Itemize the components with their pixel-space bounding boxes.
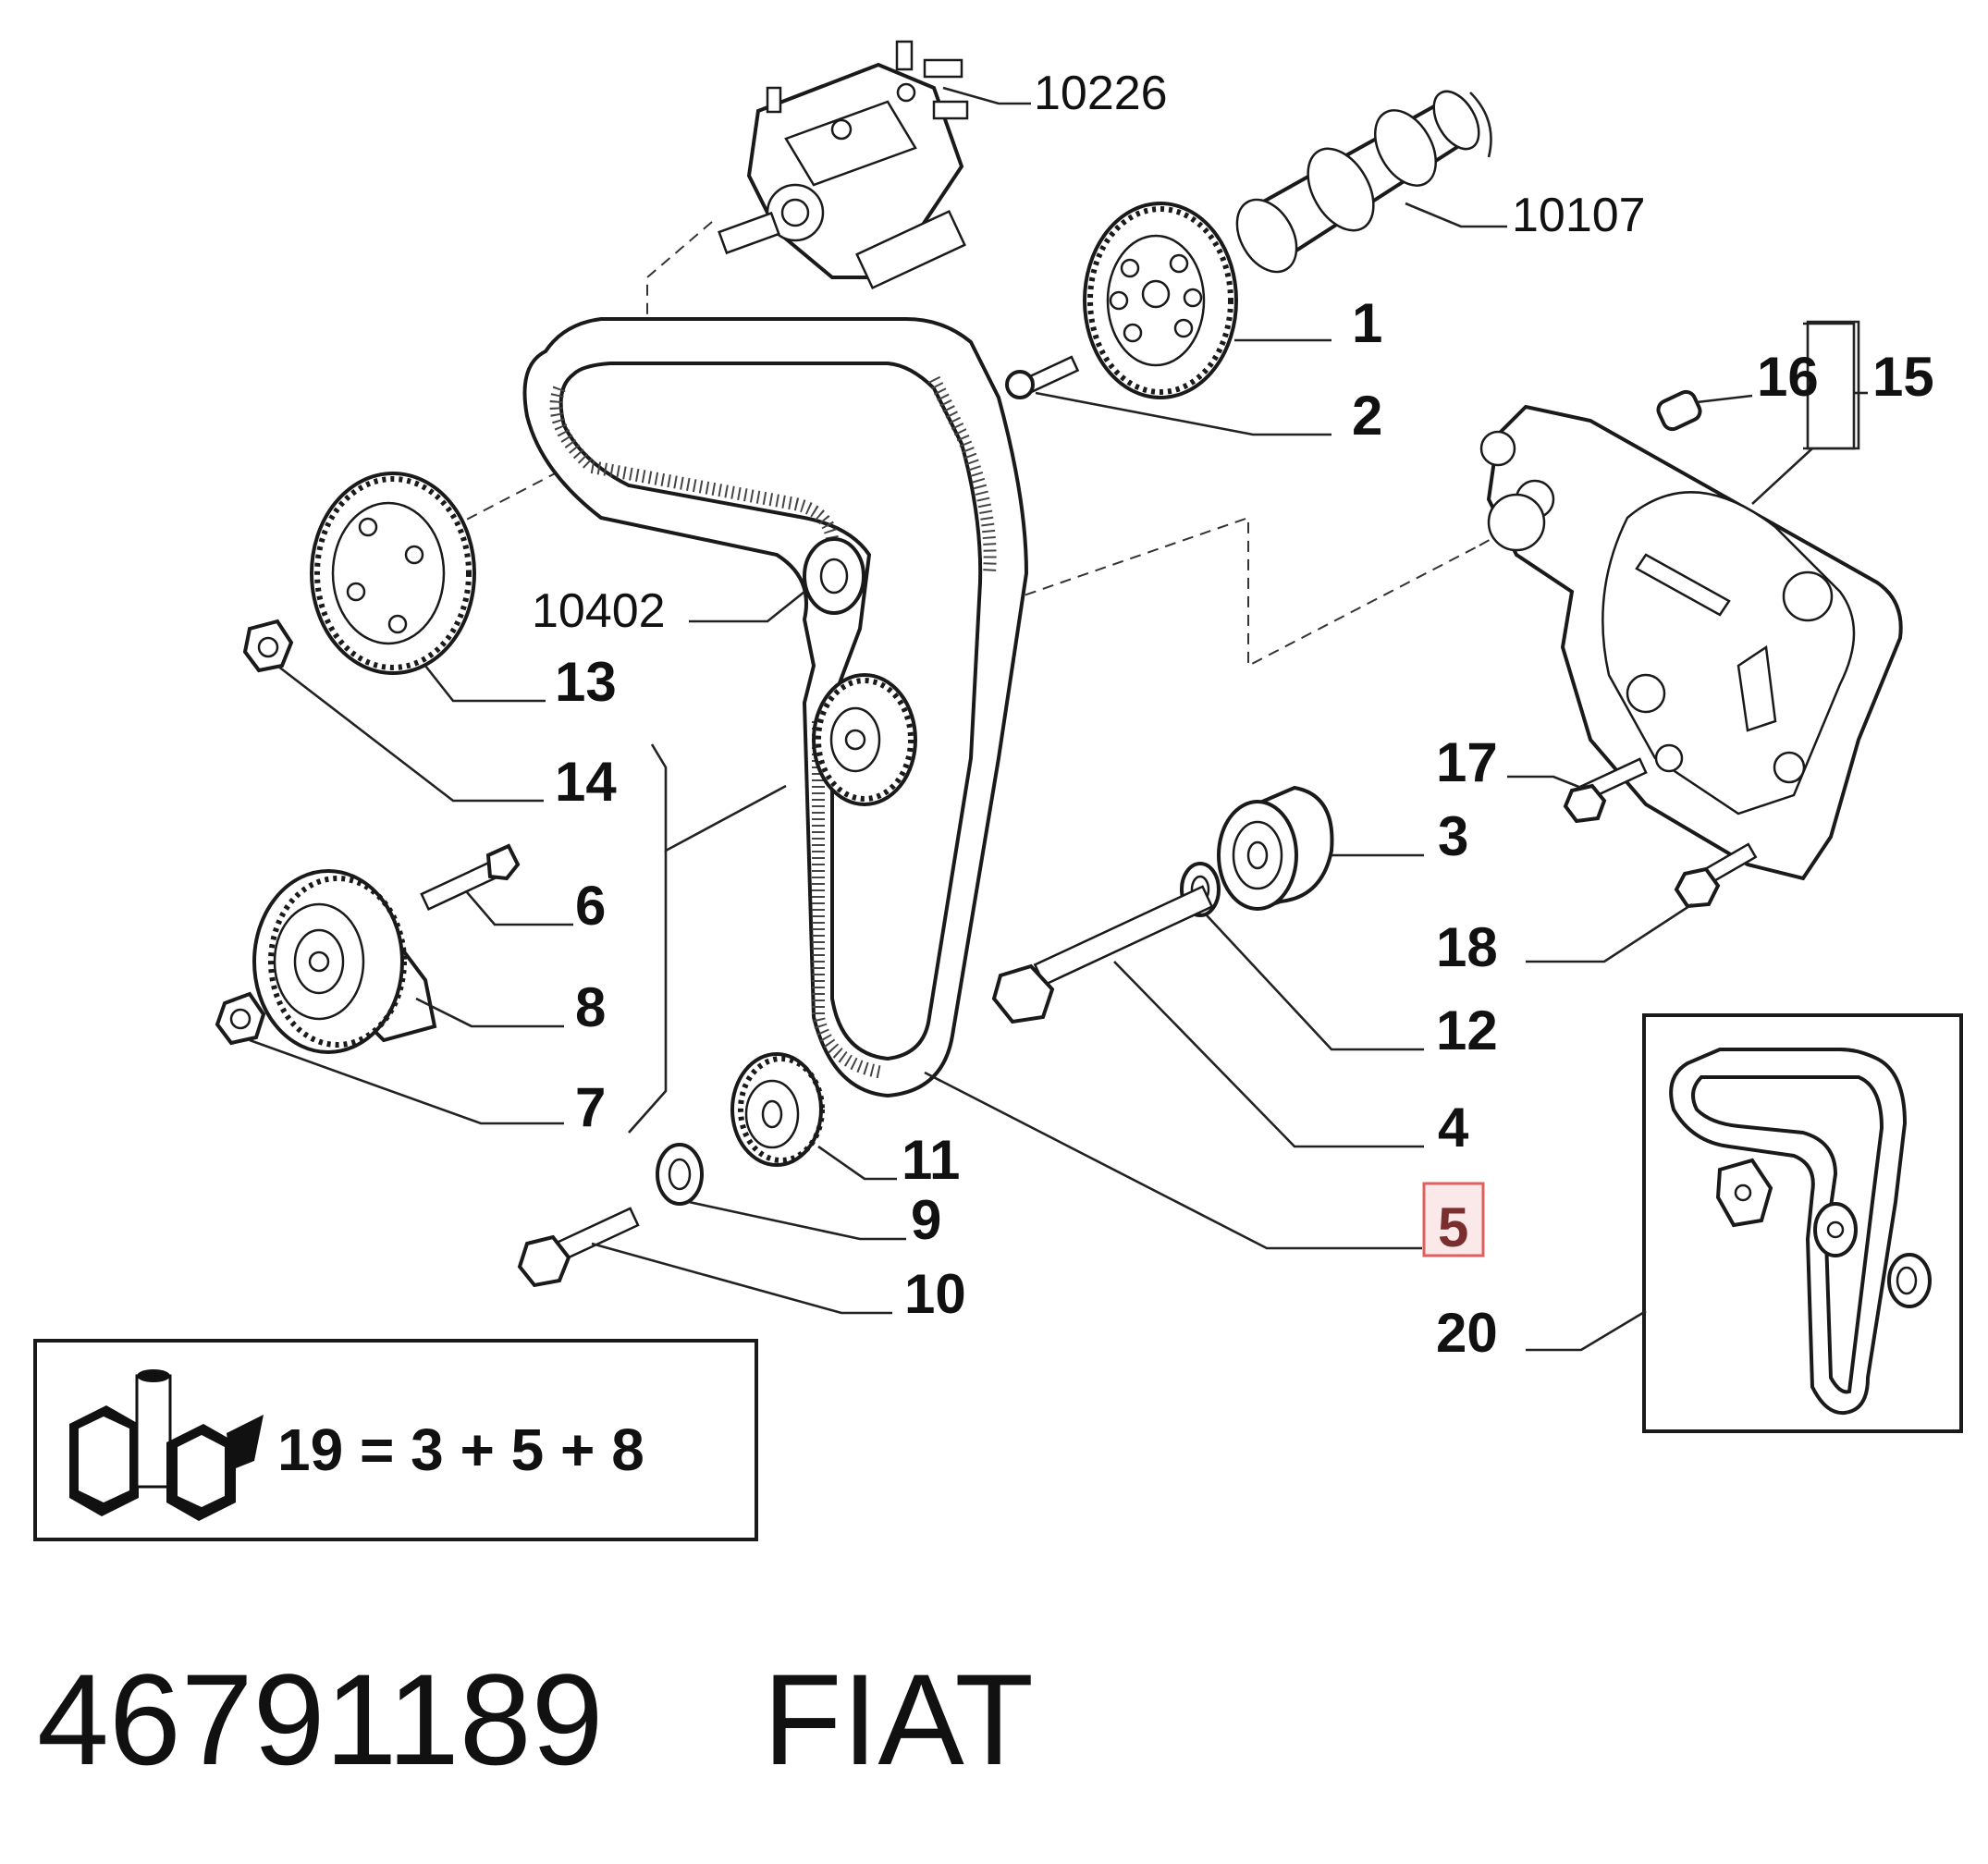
callout-20: 20 xyxy=(1436,1302,1498,1364)
leader-4 xyxy=(1113,961,1424,1148)
leader-14 xyxy=(276,664,544,803)
tensioner-8 xyxy=(252,869,437,1054)
callout-18: 18 xyxy=(1436,916,1498,978)
nut-7 xyxy=(215,991,266,1046)
leader-9 xyxy=(688,1200,906,1241)
callout-7: 7 xyxy=(575,1076,606,1138)
bracket-15 xyxy=(1803,322,1856,450)
pump-pulley xyxy=(310,472,476,675)
dowel-16 xyxy=(1656,389,1702,432)
leader-6 xyxy=(466,891,573,926)
callout-17: 17 xyxy=(1436,731,1498,793)
injection-pump xyxy=(718,40,969,290)
leader-18 xyxy=(1526,902,1693,963)
bolt-4 xyxy=(991,885,1214,1024)
screw-6 xyxy=(420,843,521,911)
camshaft xyxy=(1235,90,1492,274)
highlight-box-5 xyxy=(1422,1182,1485,1257)
callout-11: 11 xyxy=(902,1129,960,1191)
callout-1: 1 xyxy=(1352,292,1382,354)
part-number: 46791189 xyxy=(37,1647,604,1792)
belt-pulley-center xyxy=(812,673,917,806)
screw-2 xyxy=(1005,355,1080,399)
leader-20 xyxy=(1526,1309,1647,1352)
screw-17 xyxy=(1563,757,1648,824)
callout-10107: 10107 xyxy=(1512,189,1646,242)
callout-2: 2 xyxy=(1352,385,1382,447)
crank-pulley-11 xyxy=(730,1052,825,1167)
brand-name: FIAT xyxy=(763,1647,1034,1792)
leader-15-cover xyxy=(1751,448,1813,505)
nut-14 xyxy=(242,619,294,673)
callout-6: 6 xyxy=(575,875,606,937)
kit-box-icon xyxy=(69,1369,264,1521)
callout-10402: 10402 xyxy=(532,584,666,638)
leader-10107 xyxy=(1405,202,1507,228)
callout-14: 14 xyxy=(555,751,617,813)
bolt-10 xyxy=(517,1207,640,1288)
idler-pulley-3 xyxy=(1217,785,1334,911)
callout-9: 9 xyxy=(911,1189,941,1251)
leader-10 xyxy=(591,1242,892,1315)
leader-2 xyxy=(1035,391,1331,436)
callout-4: 4 xyxy=(1438,1097,1469,1159)
bracket-14-top xyxy=(650,743,787,853)
callout-10226: 10226 xyxy=(1034,67,1168,120)
leader-12 xyxy=(1206,914,1424,1051)
leader-5 xyxy=(924,1071,1422,1250)
kit-formula: 19 = 3 + 5 + 8 xyxy=(277,1416,644,1483)
inset-belt xyxy=(1669,1048,1932,1416)
leader-16 xyxy=(1696,394,1753,404)
leader-10402 xyxy=(689,590,805,623)
leader-7 xyxy=(249,1038,564,1125)
callout-12: 12 xyxy=(1436,999,1498,1061)
leader-13 xyxy=(423,665,546,703)
rear-cover xyxy=(1479,404,1903,881)
leader-17 xyxy=(1507,775,1582,790)
callout-16: 16 xyxy=(1757,346,1819,408)
callout-8: 8 xyxy=(575,976,606,1038)
camshaft-pulley xyxy=(1083,202,1238,399)
callout-10: 10 xyxy=(904,1263,966,1325)
leader-10226 xyxy=(942,86,1031,105)
idler-10402 xyxy=(803,537,865,615)
callout-5: 5 xyxy=(1438,1196,1468,1258)
leader-8 xyxy=(415,997,564,1028)
timing-belt xyxy=(522,317,1029,1098)
callout-3: 3 xyxy=(1438,805,1468,867)
callout-15: 15 xyxy=(1872,346,1934,408)
bracket-14-bottom xyxy=(628,851,668,1134)
spacer-9 xyxy=(656,1143,704,1206)
screw-18 xyxy=(1674,842,1758,909)
callout-13: 13 xyxy=(555,651,617,713)
leader-11 xyxy=(817,1145,897,1181)
